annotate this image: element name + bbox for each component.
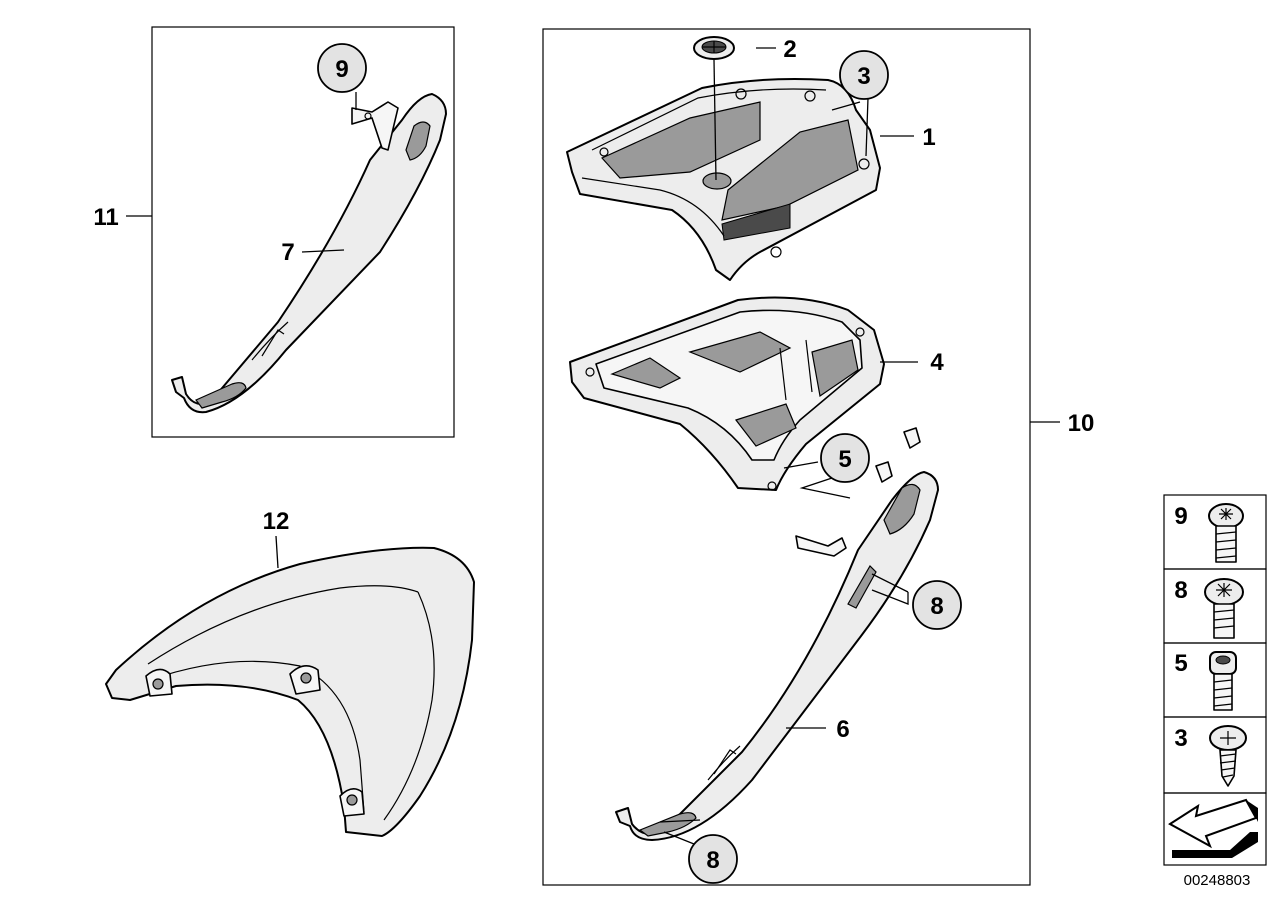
callout-labels: 9 3 5 8 8 2 1 4 10 6 7 11 12 [93,36,1095,884]
leader-lines [126,47,1060,845]
callout-circle-8-upper [912,580,962,630]
callout-4: 4 [930,349,944,376]
part-6-grab-handle [615,427,939,841]
callout-2: 2 [783,36,796,63]
callout-8-lower: 8 [706,847,719,874]
assembly-frame-10 [542,28,1031,886]
callout-10: 10 [1068,410,1095,437]
diagram-code: 00248803 [1184,872,1251,889]
legend-label-9: 9 [1174,503,1187,530]
part-4-carrier-frame [569,296,885,491]
callout-3: 3 [857,63,870,90]
part-12-seat-cover [105,546,475,837]
legend-label-5: 5 [1174,650,1187,677]
callout-circle-5 [820,433,870,483]
callout-circle-3 [839,50,889,100]
callout-11: 11 [93,204,118,231]
part-1-carrier-plate [566,78,881,281]
callout-5: 5 [838,446,851,473]
callout-8-upper: 8 [930,593,943,620]
legend-cell-nav[interactable] [1163,792,1267,866]
phillips-self-tapping-screw-icon [1209,725,1247,787]
callout-circle-9 [317,43,367,93]
callout-7: 7 [281,239,294,266]
arrow-back-icon[interactable] [1168,798,1258,858]
legend-label-3: 3 [1174,725,1187,752]
assembly-frame-11 [151,26,455,438]
torx-pan-head-screw-icon [1204,578,1244,639]
callout-6: 6 [836,716,849,743]
callout-circle-8-lower [688,834,738,884]
part-7-grab-handle [171,93,447,414]
part-2-emblem-nut [693,36,735,60]
callout-1: 1 [922,124,935,151]
torx-pan-head-screw-icon [1208,503,1244,563]
allen-cap-screw-icon [1209,651,1237,711]
legend-label-8: 8 [1174,577,1187,604]
callout-9: 9 [335,56,348,83]
fastener-legend: 9 8 5 3 [1163,494,1267,866]
callout-12: 12 [263,508,290,535]
